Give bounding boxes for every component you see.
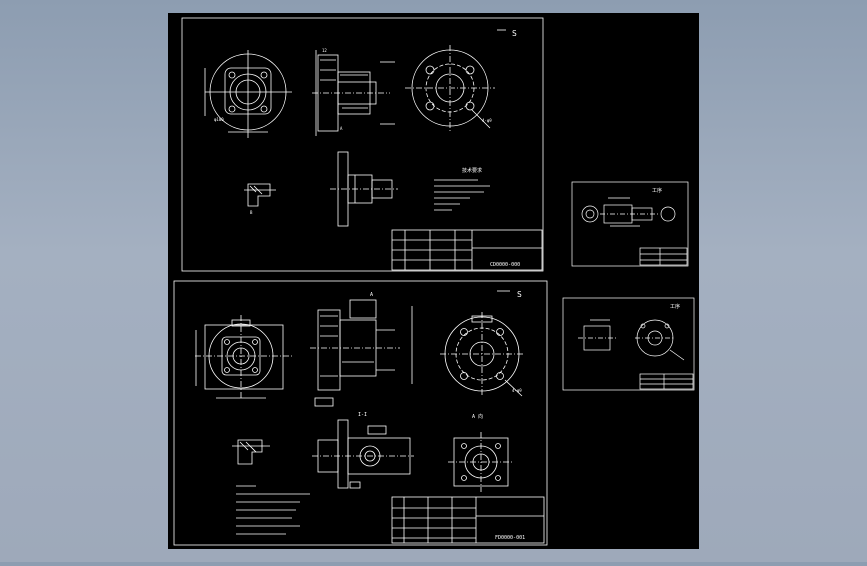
bottom-tech-notes xyxy=(236,485,310,535)
svg-text:12: 12 xyxy=(322,48,327,53)
svg-text:B: B xyxy=(250,210,253,215)
small-2-part-view xyxy=(578,319,685,361)
bottom-view-label: A 向 xyxy=(472,413,483,420)
svg-text:4-φ9: 4-φ9 xyxy=(482,118,492,123)
bottom-section-view: I-I A xyxy=(310,292,413,418)
bottom-section-label: I-I xyxy=(358,412,367,418)
top-detail-view: B xyxy=(244,183,276,215)
top-notes-title: 技术要求 xyxy=(462,167,482,174)
top-scale-mark: S xyxy=(512,29,517,38)
drawing-sheet-small-1[interactable]: 工序 xyxy=(571,181,689,267)
sheet-small-2-border xyxy=(562,297,695,391)
bottom-detail-view xyxy=(232,439,270,465)
top-title-block: CD0000-000 xyxy=(391,229,543,271)
svg-text:A: A xyxy=(340,126,343,131)
sheet-small-1-border xyxy=(571,181,689,267)
top-section-view: 12 A xyxy=(312,48,395,136)
bottom-title-block: FD0000-001 xyxy=(391,496,545,544)
top-front-view: φ100 xyxy=(204,50,292,138)
small-1-label: 工序 xyxy=(652,187,662,194)
svg-text:A: A xyxy=(370,292,373,298)
bottom-part-view xyxy=(448,432,514,492)
bottom-front-view xyxy=(195,315,292,400)
bottom-scale-mark: S xyxy=(517,290,522,299)
top-tech-notes: 技术要求 xyxy=(434,167,490,211)
bottom-drawing-number: FD0000-001 xyxy=(495,535,525,541)
svg-text:φ100: φ100 xyxy=(214,117,224,122)
svg-text:4-φ9: 4-φ9 xyxy=(512,388,522,393)
drawing-sheet-top[interactable]: φ100 12 A 4-φ9 xyxy=(181,17,544,272)
sheet-bottom-border xyxy=(173,280,548,546)
drawing-sheet-small-2[interactable]: 工序 xyxy=(562,297,695,391)
bottom-assembly-view xyxy=(312,419,414,489)
sheet-top-border xyxy=(181,17,544,272)
small-1-title-block xyxy=(639,247,688,266)
top-right-view: 4-φ9 xyxy=(405,45,495,132)
small-2-label: 工序 xyxy=(670,303,680,310)
small-2-title-block xyxy=(639,373,694,390)
top-side-view xyxy=(330,151,398,227)
small-1-part-view xyxy=(581,197,676,227)
top-drawing-number: CD0000-000 xyxy=(490,262,520,268)
bottom-right-view: 4-φ9 A 向 xyxy=(440,312,525,420)
drawing-sheet-bottom[interactable]: I-I A 4-φ9 A 向 S xyxy=(173,280,548,546)
